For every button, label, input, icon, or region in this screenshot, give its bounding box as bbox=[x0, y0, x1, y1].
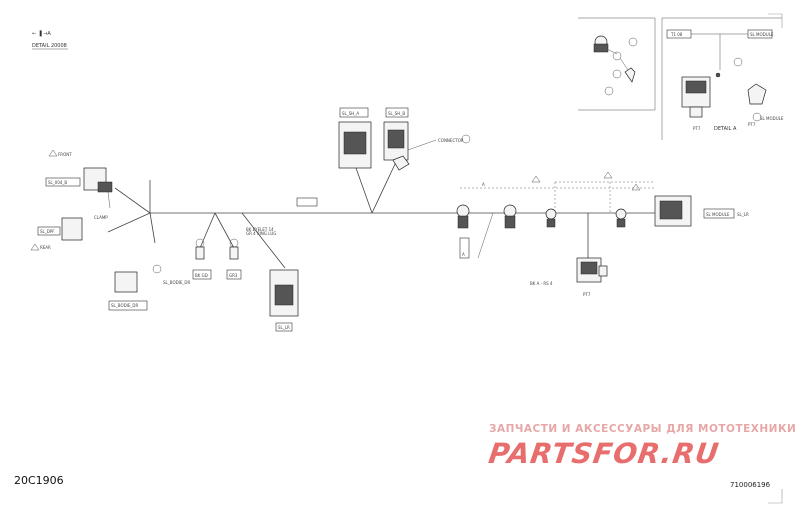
watermark-logo: PARTSFOR.RU bbox=[486, 437, 722, 470]
mid-small-label: A bbox=[482, 182, 485, 187]
sl-module-label: SL MODULE bbox=[706, 212, 730, 217]
mid-connector-label: PT7 bbox=[583, 292, 591, 297]
part-ref-a: PT7 bbox=[693, 126, 701, 131]
warning-triangle-icon bbox=[603, 171, 613, 179]
clamp-icon bbox=[615, 208, 627, 220]
detail-inset-a: T1 08 SL MODULE SL MODULE PT7 DETAIL A bbox=[661, 17, 784, 140]
callout-a: BK EYELET 14 bbox=[246, 227, 274, 232]
dimension-lines: A bbox=[460, 171, 655, 213]
clamp-icon bbox=[503, 204, 517, 218]
sl-seat-b-label: SL_SH_B bbox=[388, 111, 405, 116]
reference-number: 710006196 bbox=[730, 481, 771, 489]
sl-module-ref: SL_LR bbox=[737, 212, 749, 217]
callout-b: GR 4 RING LUG bbox=[246, 231, 276, 236]
scale-marker: ← ▐ →A bbox=[32, 30, 51, 37]
part-ref-b: PT7 bbox=[748, 122, 756, 127]
clamp-icon bbox=[456, 204, 470, 218]
detail-inset-left bbox=[578, 17, 656, 111]
ring-lugs: GR 4 RING LUG BK GD GR3 bbox=[192, 231, 276, 280]
seat-connectors: SL_SH_A SL_SH_B CONNECTOR bbox=[338, 107, 471, 171]
warning-triangle-icon bbox=[30, 243, 40, 251]
corner-marks bbox=[768, 13, 783, 504]
left-components: FRONT SL_004_B SL_DPF REAR CLAMP SL_BODI… bbox=[30, 149, 190, 311]
sl-seat-a-label: SL_SH_A bbox=[342, 111, 359, 116]
middle-connector: BK A - RS 4 PT7 bbox=[530, 257, 608, 297]
detail-view-header: ← ▐ →A DETAIL 20008 bbox=[32, 30, 68, 50]
sl-lower-label: SL_LR bbox=[278, 325, 290, 330]
callout-e: BK A - RS 4 bbox=[530, 281, 553, 286]
sl-004-label: SL_004_B bbox=[48, 180, 67, 185]
callout-c: CONNECTOR bbox=[438, 138, 464, 143]
warning-triangle-icon bbox=[48, 149, 58, 157]
right-module: SL MODULE SL_LR PT7 BK EYELET 14 bbox=[246, 122, 756, 232]
dpf-connector-icon bbox=[61, 217, 83, 241]
plug-icon bbox=[747, 83, 767, 105]
warning-triangle-icon bbox=[531, 175, 541, 183]
gr-gd-label: GR3 bbox=[229, 273, 238, 278]
callout-i: CLAMP bbox=[94, 215, 108, 220]
sl-bodie-label: SL_BODIE_DR bbox=[111, 303, 138, 308]
sl-dpf-label: SL_DPF bbox=[40, 229, 55, 234]
callout-h: REAR bbox=[40, 245, 51, 250]
clamp-icon bbox=[545, 208, 557, 220]
callout-g: FRONT bbox=[58, 152, 72, 157]
detail-a-top-label: T1 08 bbox=[670, 32, 683, 37]
clamp-icon bbox=[624, 67, 636, 83]
trunk-clamps: A bbox=[456, 204, 627, 259]
document-number: 20C1906 bbox=[14, 474, 64, 487]
warning-triangle-icon bbox=[631, 183, 641, 191]
callout-f: SL MODULE bbox=[760, 116, 784, 121]
ring-label: A bbox=[462, 252, 465, 257]
detail-a-caption: DETAIL A bbox=[714, 126, 737, 132]
bk-gd-label: BK GD bbox=[195, 273, 208, 278]
lower-connector: SL_LR bbox=[269, 269, 299, 332]
ring-lug-icon bbox=[195, 238, 205, 248]
callout-d: SL_BODIE_DR bbox=[163, 280, 190, 285]
watermark-tagline: ЗАПЧАСТИ И АКСЕССУАРЫ ДЛЯ МОТОТЕХНИКИ bbox=[489, 423, 797, 435]
detail-view-title: DETAIL 20008 bbox=[32, 43, 67, 49]
main-harness: MAIN bbox=[107, 161, 655, 269]
detail-a-sl-label: SL MODULE bbox=[750, 32, 774, 37]
bodie-connector-icon bbox=[114, 271, 138, 293]
